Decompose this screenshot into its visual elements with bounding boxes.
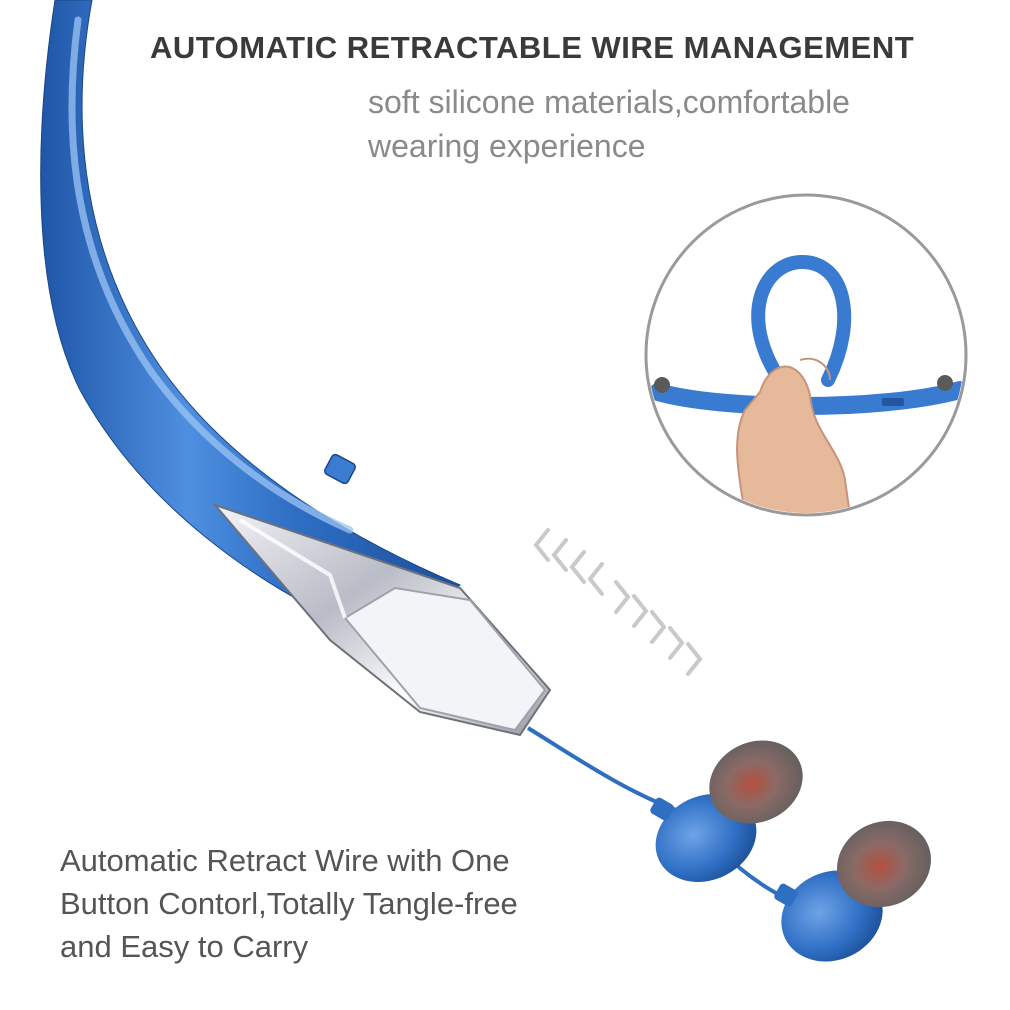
eartip-lower: [837, 820, 931, 908]
chrome-end-cap: [211, 502, 552, 737]
caption-line-3: and Easy to Carry: [60, 929, 309, 964]
subline-line-1: soft silicone materials,comfortable: [368, 84, 850, 120]
earbud-lower: [774, 820, 931, 962]
caption-line-2: Button Contorl,Totally Tangle-free: [60, 886, 518, 921]
caption-line-1: Automatic Retract Wire with One: [60, 843, 510, 878]
subline-line-2: wearing experience: [368, 128, 646, 164]
control-button: [324, 453, 356, 485]
earbud-upper: [650, 740, 803, 882]
motion-chevrons-icon: [533, 528, 703, 676]
flex-inset: [644, 193, 968, 517]
headline: AUTOMATIC RETRACTABLE WIRE MANAGEMENT: [150, 30, 915, 65]
eartip-upper: [709, 740, 803, 824]
